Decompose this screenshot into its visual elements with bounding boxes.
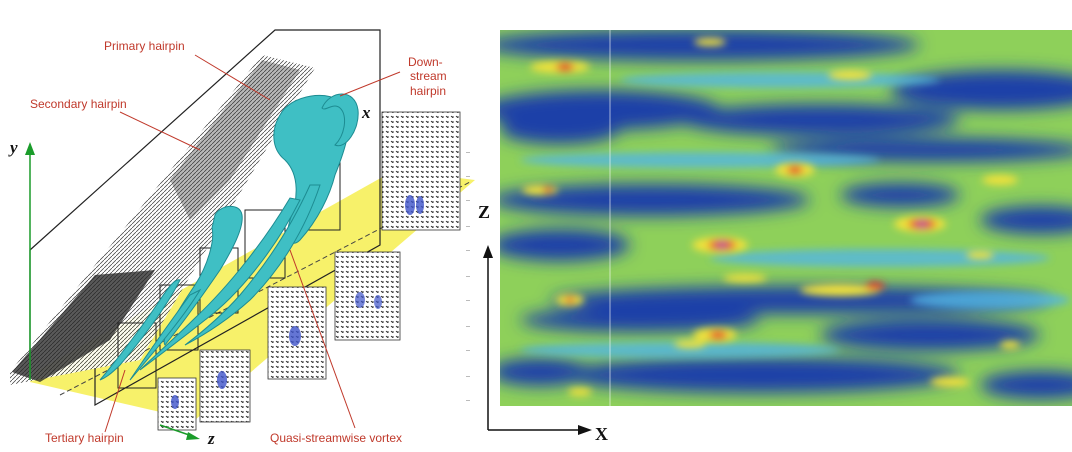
vortex-structures xyxy=(99,93,359,381)
quasi-streamwise-leg-2 xyxy=(184,184,321,346)
velocity-wall-mid xyxy=(170,60,300,220)
z-axis: z xyxy=(159,424,215,448)
label-quasi-streamwise-vortex: Quasi-streamwise vortex xyxy=(270,431,402,445)
contour-field xyxy=(500,30,1072,406)
axis-label-x-right: X xyxy=(595,424,608,444)
axis-label-z: z xyxy=(207,429,215,448)
tertiary-hairpin xyxy=(99,279,181,381)
z-axis-right: Z xyxy=(478,202,493,430)
right-ticks xyxy=(466,152,470,401)
left-panel: y z x Primary hairpin Secondary hairpin … xyxy=(8,29,475,448)
velocity-wall-dark xyxy=(12,270,155,382)
high-speed-regions xyxy=(522,38,1020,396)
y-axis: y xyxy=(8,138,35,380)
right-panel: Z X xyxy=(478,30,1072,444)
label-downstream-2: stream xyxy=(410,69,447,83)
tertiary-hairpin-2 xyxy=(129,288,202,381)
axis-label-x: x xyxy=(361,103,371,122)
axis-label-y: y xyxy=(8,138,18,157)
slice-panels xyxy=(157,111,461,431)
label-downstream-3: hairpin xyxy=(410,84,446,98)
label-downstream-1: Down- xyxy=(408,55,443,69)
x-axis-right: X xyxy=(488,424,608,444)
downstream-hairpin xyxy=(321,93,359,147)
axis-label-z-right: Z xyxy=(478,202,490,222)
label-tertiary-hairpin: Tertiary hairpin xyxy=(45,431,124,445)
label-secondary-hairpin: Secondary hairpin xyxy=(30,97,127,111)
leader-lines xyxy=(104,54,401,433)
quasi-streamwise-leg-1 xyxy=(139,197,301,371)
wall-frame xyxy=(29,29,381,407)
label-primary-hairpin: Primary hairpin xyxy=(104,39,185,53)
